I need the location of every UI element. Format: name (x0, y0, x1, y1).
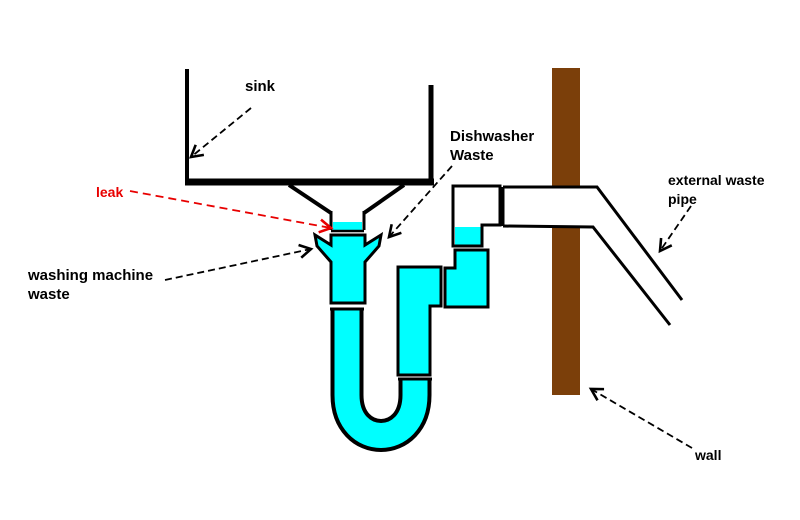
sink-basin (185, 69, 434, 186)
wall-stud (552, 68, 580, 395)
waste-pipe-top-edge (503, 185, 684, 301)
waste-pipe-bottom-edge (502, 224, 672, 326)
u-trap-water (334, 309, 428, 448)
funnel-left-slope (287, 183, 333, 215)
washing-machine-tee-fitting (312, 231, 384, 305)
wall-label: wall (694, 447, 721, 463)
external-waste-pipe-label-line1: external waste (668, 172, 765, 188)
washing-machine-waste-label-line2: waste (27, 286, 70, 303)
leak-label: leak (96, 184, 123, 200)
leak-arrow (129, 190, 334, 234)
dishwasher-standpipe (451, 184, 502, 248)
dishwasher-elbow (443, 248, 490, 309)
sink-drain-funnel (287, 183, 406, 233)
external-waste-pipe (501, 185, 684, 326)
wall-arrow (588, 387, 693, 449)
dishwasher-waste-label-line2: Waste (450, 147, 494, 164)
dishwasher-waste-label-line1: Dishwasher (450, 128, 534, 145)
dishwasher-waste-arrow (387, 165, 453, 239)
waste-pipe-body (503, 187, 682, 325)
standpipe-outline (451, 184, 502, 248)
washing-machine-waste-label-line1: washing machine (27, 267, 153, 284)
standpipe-water (455, 227, 481, 245)
washing-machine-waste-arrow (164, 243, 314, 281)
trap-outlet-elbow (396, 265, 443, 377)
external-pipe-arrow (658, 205, 692, 254)
tailpiece-water (333, 222, 362, 230)
sink-label: sink (245, 78, 276, 95)
u-trap (330, 307, 432, 452)
sink-arrow (188, 107, 252, 159)
external-waste-pipe-label-line2: pipe (668, 191, 697, 207)
funnel-right-slope (362, 183, 406, 215)
